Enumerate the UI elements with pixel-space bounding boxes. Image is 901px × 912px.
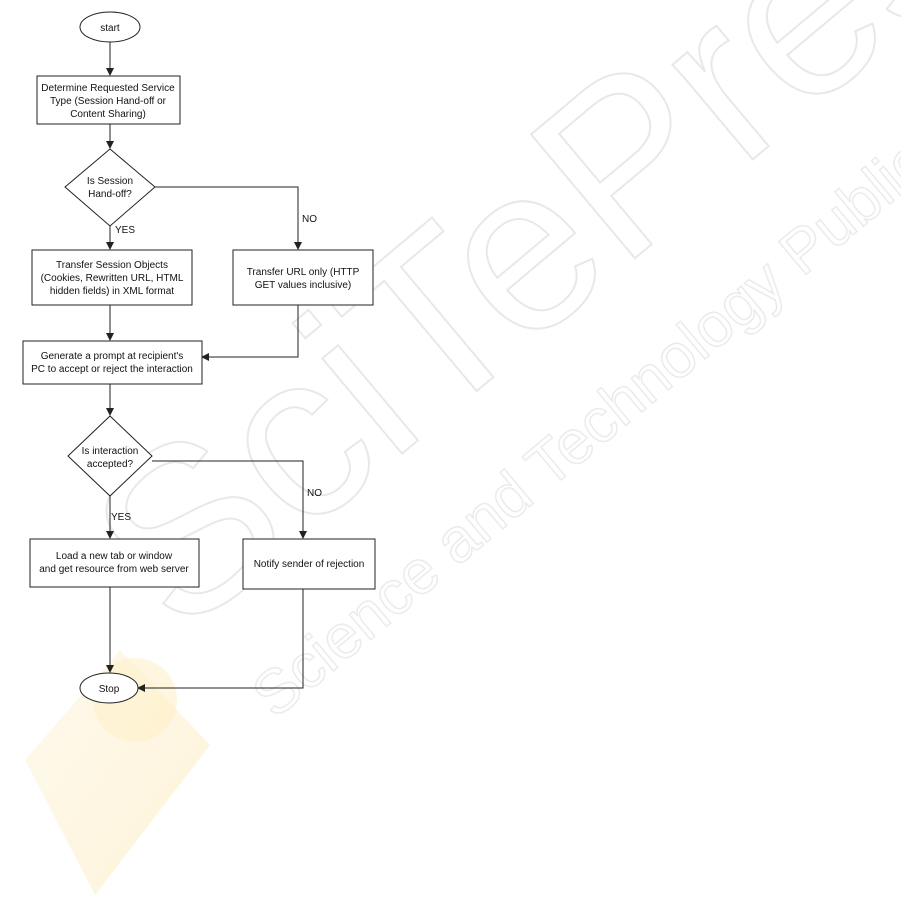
node-objects-line-1: Transfer Session Objects [56, 260, 168, 271]
decision-accepted-line-2: accepted? [87, 459, 134, 470]
decision-is-interaction-accepted: Is interaction accepted? [67, 415, 153, 497]
label-yes-1: YES [115, 225, 135, 236]
node-objects-line-3: hidden fields) in XML format [50, 286, 174, 297]
decision-session-line-2: Hand-off? [88, 189, 132, 200]
node-load-new-tab: Load a new tab or window and get resourc… [29, 538, 200, 588]
label-yes-2: YES [111, 512, 131, 523]
node-generate-prompt: Generate a prompt at recipient's PC to a… [22, 340, 203, 385]
node-transfer-session-objects: Transfer Session Objects (Cookies, Rewri… [31, 249, 193, 306]
node-notify-text: Notify sender of rejection [254, 559, 365, 570]
edge-decision-no [155, 186, 302, 250]
node-prompt-line-2: PC to accept or reject the interaction [31, 364, 193, 375]
decision-accepted-line-1: Is interaction [82, 446, 139, 457]
node-determine-service: Determine Requested Service Type (Sessio… [36, 75, 181, 125]
edge-notify-to-stop [137, 589, 304, 692]
label-no-2: NO [307, 488, 322, 499]
node-load-line-1: Load a new tab or window [56, 551, 173, 562]
node-start: start [79, 11, 141, 43]
node-determine-line-3: Content Sharing) [70, 109, 146, 120]
node-stop-text: Stop [99, 684, 120, 695]
node-determine-line-2: Type (Session Hand-off or [50, 96, 167, 107]
node-notify-sender: Notify sender of rejection [242, 538, 376, 590]
node-start-text: start [100, 23, 120, 34]
node-url-line-2: GET values inclusive) [255, 280, 352, 291]
decision-session-line-1: Is Session [87, 176, 133, 187]
node-prompt-line-1: Generate a prompt at recipient's [41, 351, 184, 362]
node-url-line-1: Transfer URL only (HTTP [247, 267, 360, 278]
node-stop: Stop [79, 672, 139, 704]
node-determine-line-1: Determine Requested Service [41, 83, 175, 94]
edge-url-to-prompt [201, 305, 299, 361]
edge-accepted-no [152, 460, 307, 539]
node-objects-line-2: (Cookies, Rewritten URL, HTML [41, 273, 184, 284]
node-transfer-url: Transfer URL only (HTTP GET values inclu… [232, 249, 374, 306]
label-no-1: NO [302, 214, 317, 225]
decision-is-session-handoff: Is Session Hand-off? [64, 148, 156, 227]
flowchart-edges [106, 42, 307, 692]
node-load-line-2: and get resource from web server [39, 564, 189, 575]
